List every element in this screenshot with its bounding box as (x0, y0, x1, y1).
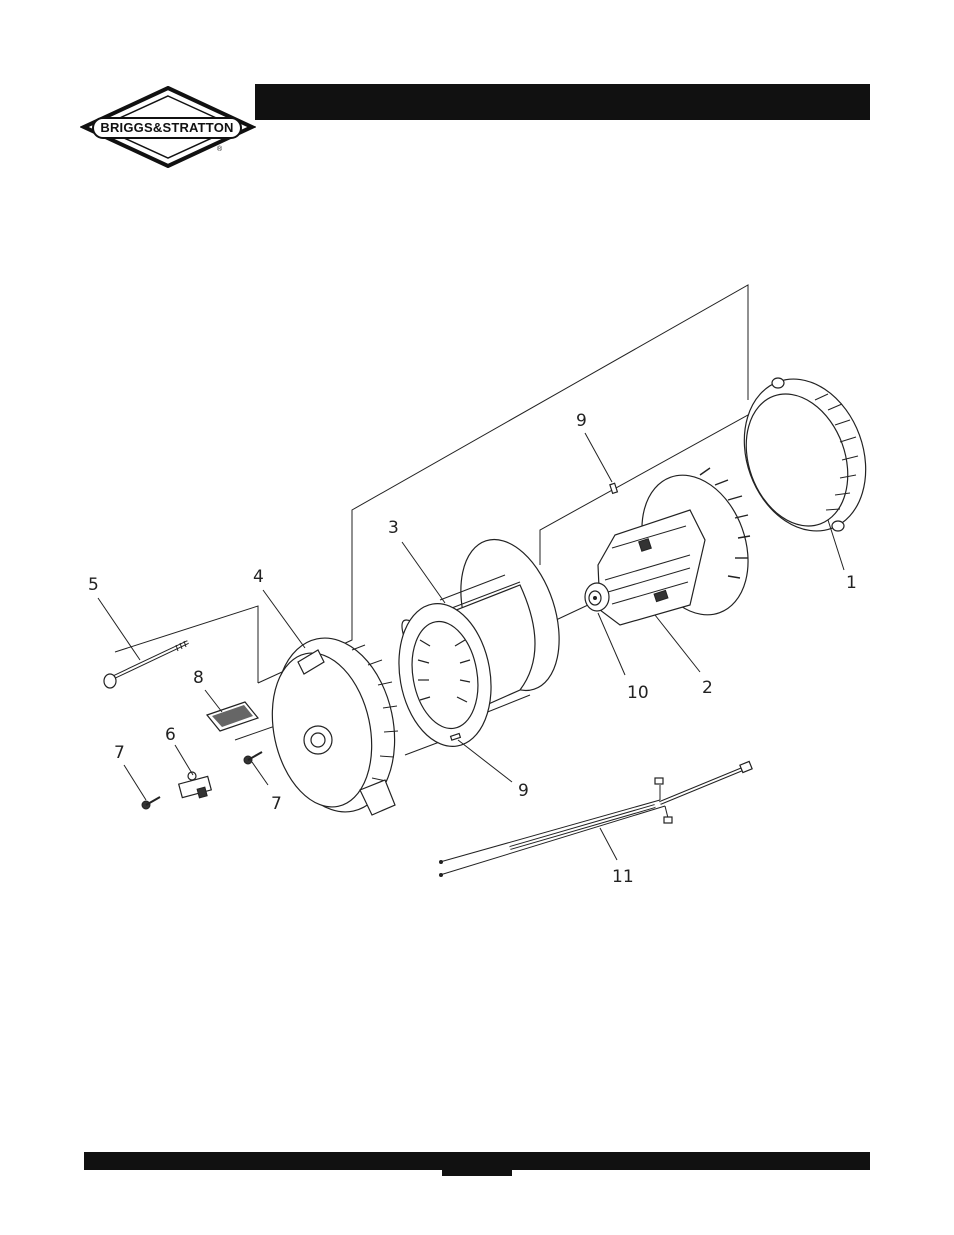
callout-7a: 7 (114, 743, 125, 763)
callout-2: 2 (702, 678, 713, 698)
footer-bar-left (84, 1152, 442, 1170)
part-3-stator (388, 527, 577, 754)
footer-bar-right (512, 1152, 870, 1170)
part-5-through-bolt (104, 641, 188, 688)
callout-6: 6 (165, 725, 176, 745)
callout-7b: 7 (271, 794, 282, 814)
callout-5: 5 (88, 575, 99, 595)
callout-9b: 9 (518, 781, 529, 801)
part-10-bearing (585, 583, 609, 611)
part-2-rotor (598, 460, 767, 630)
callout-4: 4 (253, 567, 264, 587)
part-11-wire-harness (439, 761, 752, 877)
callout-11: 11 (612, 867, 634, 887)
footer-page-tab (442, 1152, 512, 1176)
callout-10: 10 (627, 683, 649, 703)
callout-3: 3 (388, 518, 399, 538)
part-8-plate (207, 702, 258, 731)
callout-9a: 9 (576, 411, 587, 431)
callout-1: 1 (846, 573, 857, 593)
callout-8: 8 (193, 668, 204, 688)
part-6-brush-holder (179, 772, 212, 798)
